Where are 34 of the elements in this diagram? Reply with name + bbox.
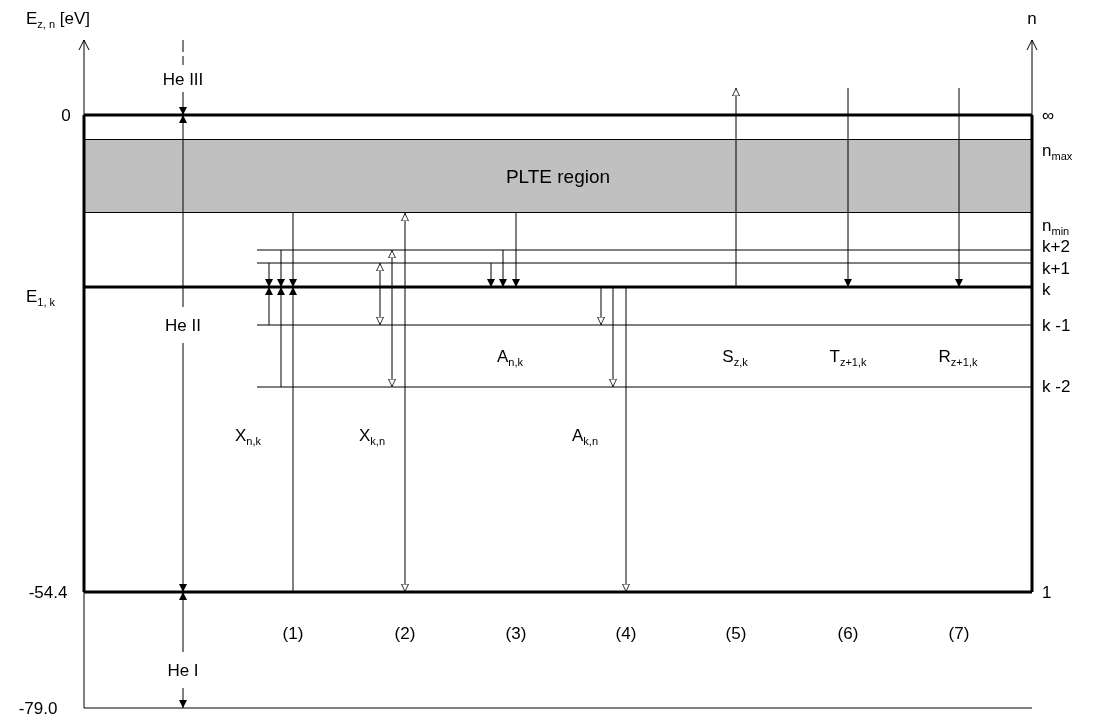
shaded-band — [84, 139, 1032, 213]
level-label: n$_{max}$ — [1042, 141, 1073, 163]
process-number: (4) — [615, 624, 637, 642]
energy-value: -79.0 — [18, 699, 58, 717]
level-label: n$_{min}$ — [1042, 216, 1070, 238]
level-label: k+1 — [1042, 259, 1070, 277]
ion-label: He II — [165, 316, 201, 334]
rate-symbol: S$_{z,k}$ — [722, 347, 748, 369]
level-label: k -1 — [1042, 316, 1071, 334]
rate-symbol: T$_{z+1,k}$ — [829, 347, 867, 369]
rate-symbol: R$_{z+1,k}$ — [938, 347, 978, 369]
energy-value: 0 — [61, 106, 71, 124]
rate-symbol: A$_{k,n}$ — [572, 426, 598, 448]
process-number: (3) — [505, 624, 527, 642]
rate-symbol: A$_{n,k}$ — [497, 347, 523, 369]
process-number: (7) — [948, 624, 970, 642]
process-number: (2) — [394, 624, 416, 642]
rate-symbol: X$_{n,k}$ — [235, 426, 261, 448]
level-label: k — [1042, 280, 1051, 298]
ion-label: He III — [162, 70, 204, 88]
axis-title: E$_{z, n}$ [eV] — [26, 9, 91, 31]
process-number: (1) — [282, 624, 304, 642]
process-number: (5) — [725, 624, 747, 642]
level-label: k+2 — [1042, 237, 1070, 255]
level-label: ∞ — [1042, 106, 1055, 124]
energy-value: E$_{1, k}$ — [26, 287, 56, 309]
ion-label: He I — [167, 661, 199, 679]
process-number: (6) — [837, 624, 859, 642]
level-label: 1 — [1042, 583, 1052, 601]
region-label: PLTE region — [505, 166, 611, 186]
rate-symbol: X$_{k,n}$ — [359, 426, 385, 448]
energy-value: -54.4 — [28, 583, 68, 601]
level-label: k -2 — [1042, 377, 1071, 395]
axis-title: n — [1027, 9, 1037, 27]
